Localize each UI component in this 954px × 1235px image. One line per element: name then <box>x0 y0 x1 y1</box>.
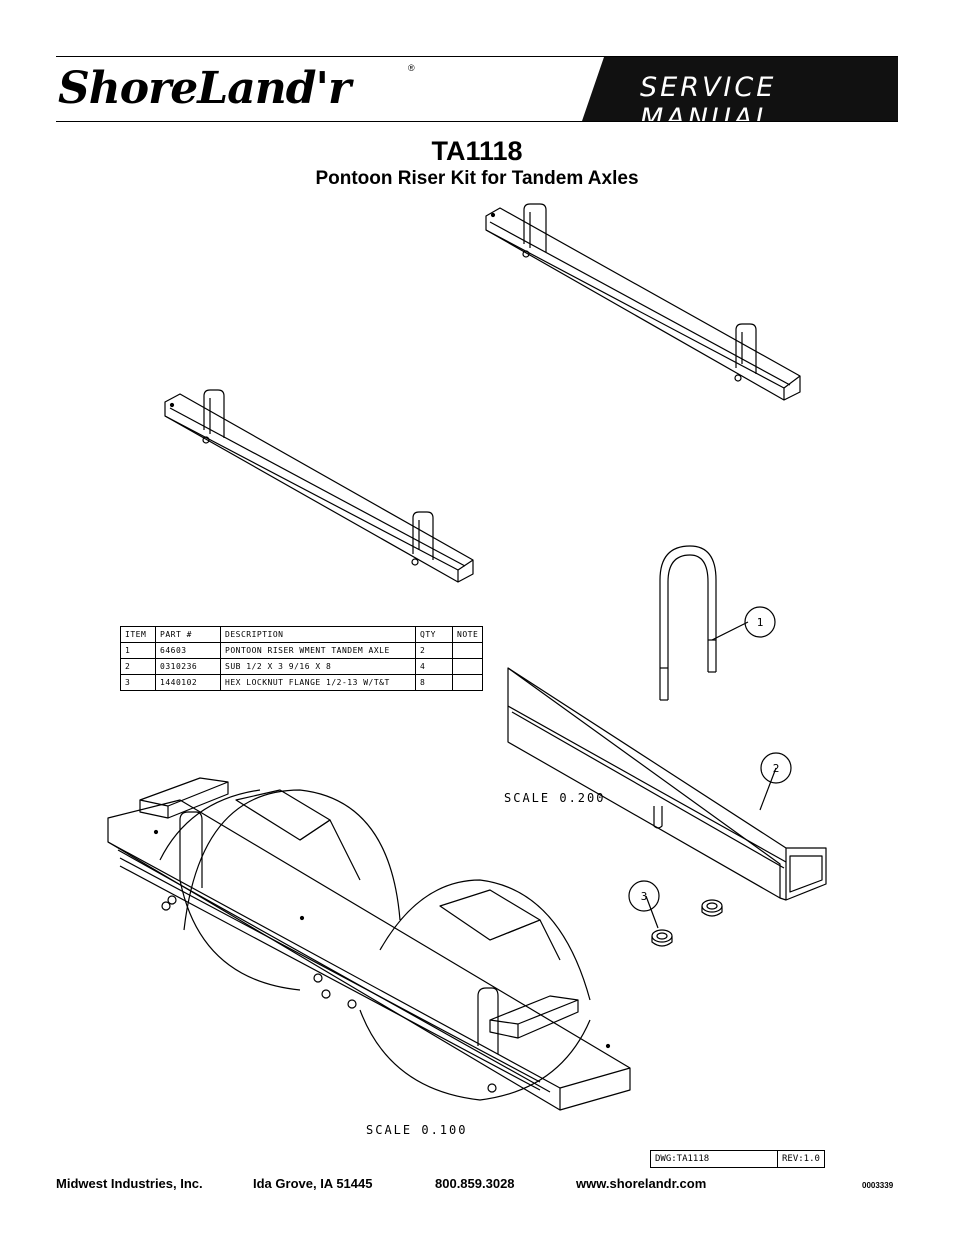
cell-qty: 8 <box>415 674 453 691</box>
cell-note <box>451 674 484 691</box>
cell-note <box>451 658 484 675</box>
col-description: DESCRIPTION <box>220 626 416 643</box>
footer-phone: 800.859.3028 <box>435 1176 515 1191</box>
cell-part: 0310236 <box>155 658 221 675</box>
balloon-2-label: 1 <box>757 616 764 629</box>
balloon-3-label: 3 <box>641 890 648 903</box>
scale-label-bottom: SCALE 0.100 <box>366 1123 468 1137</box>
brand-logo: ShoreLand'r <box>58 63 351 114</box>
service-manual-banner: SERVICE MANUAL <box>582 57 898 121</box>
col-item: ITEM <box>120 626 156 643</box>
cell-item: 1 <box>120 642 156 659</box>
footer-company: Midwest Industries, Inc. <box>56 1176 203 1191</box>
col-part: PART # <box>155 626 221 643</box>
document-code: 0003339 <box>862 1181 894 1190</box>
riser-bar-upper <box>485 203 801 401</box>
revision: REV:1.0 <box>777 1150 825 1168</box>
cell-part: 1440102 <box>155 674 221 691</box>
table-row: 2 0310236 SUB 1/2 X 3 9/16 X 8 4 <box>120 658 484 675</box>
dwg-number: DWG:TA1118 <box>650 1150 778 1168</box>
cell-qty: 2 <box>415 642 453 659</box>
parts-table: ITEM PART # DESCRIPTION QTY NOTE 1 64603… <box>120 626 484 691</box>
table-header-row: ITEM PART # DESCRIPTION QTY NOTE <box>120 626 484 643</box>
balloon-3 <box>628 880 660 912</box>
footer-website[interactable]: www.shorelandr.com <box>576 1176 707 1191</box>
cell-part: 64603 <box>155 642 221 659</box>
tandem-axle-assembly <box>107 777 631 1111</box>
cell-item: 3 <box>120 674 156 691</box>
table-row: 3 1440102 HEX LOCKNUT FLANGE 1/2-13 W/T&… <box>120 674 484 691</box>
cell-note <box>451 642 484 659</box>
table-row: 1 64603 PONTOON RISER WMENT TANDEM AXLE … <box>120 642 484 659</box>
registered-mark: ® <box>408 63 415 73</box>
hex-locknuts <box>651 899 723 947</box>
footer-location: Ida Grove, IA 51445 <box>253 1176 373 1191</box>
header-bar: ShoreLand'r ® SERVICE MANUAL <box>56 56 898 122</box>
cell-description: SUB 1/2 X 3 9/16 X 8 <box>220 658 416 675</box>
cell-item: 2 <box>120 658 156 675</box>
col-note: NOTE <box>451 626 484 643</box>
cell-description: HEX LOCKNUT FLANGE 1/2-13 W/T&T <box>220 674 416 691</box>
riser-bar-lower <box>164 389 474 583</box>
scale-label-top: SCALE 0.200 <box>504 791 606 805</box>
page-title: TA1118 <box>431 136 523 166</box>
balloon-1-label: 2 <box>773 762 780 775</box>
cell-qty: 4 <box>415 658 453 675</box>
riser-weldment-part <box>507 667 827 901</box>
cell-description: PONTOON RISER WMENT TANDEM AXLE <box>220 642 416 659</box>
banner-text: SERVICE MANUAL <box>640 72 777 134</box>
page-subtitle: Pontoon Riser Kit for Tandem Axles <box>315 168 639 189</box>
col-qty: QTY <box>415 626 453 643</box>
balloon-1 <box>760 752 792 784</box>
balloon-2 <box>744 606 776 638</box>
drawing-block: DWG:TA1118 REV:1.0 <box>650 1150 825 1168</box>
u-bolt-part <box>659 545 717 701</box>
